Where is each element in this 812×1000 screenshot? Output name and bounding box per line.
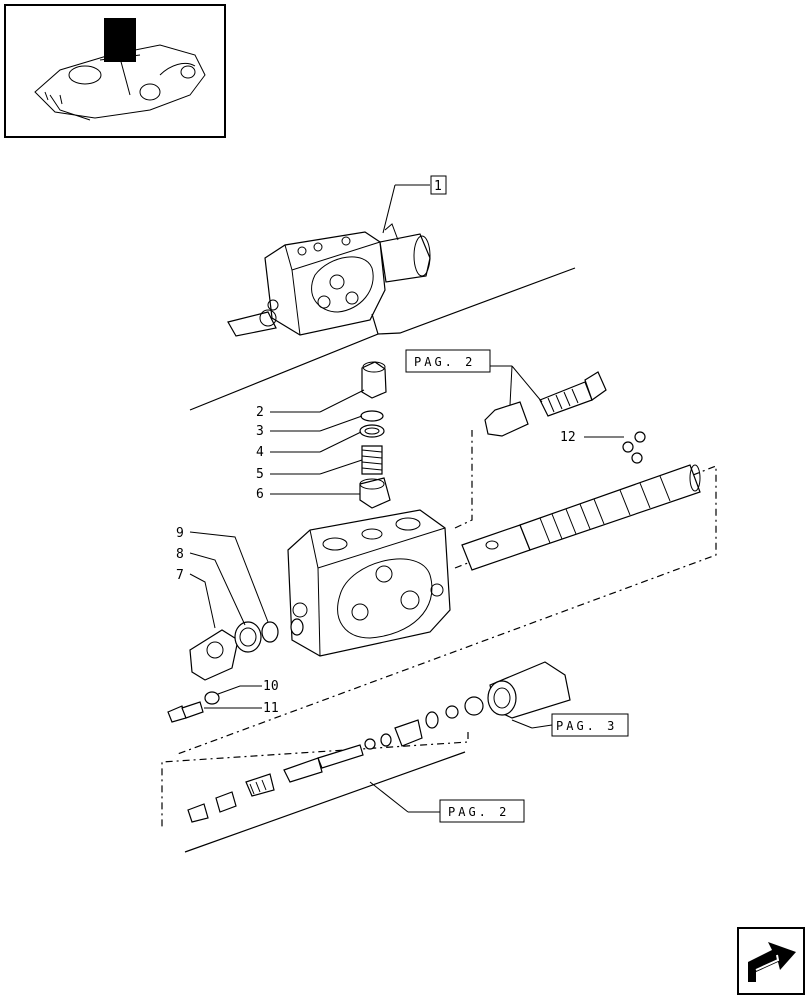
callout-8: 8 xyxy=(176,547,184,562)
highlight-marker xyxy=(104,18,136,62)
phantom-line-lower xyxy=(161,732,469,830)
relief-stack xyxy=(359,361,391,509)
section-divider xyxy=(189,267,576,411)
callout-3: 3 xyxy=(256,424,264,439)
tractor-lift-cover-icon xyxy=(34,44,206,121)
ref-box-right xyxy=(551,713,629,737)
callout-4: 4 xyxy=(256,445,264,460)
callout-11: 11 xyxy=(263,701,279,716)
callout-box-1 xyxy=(430,175,447,195)
callout-10: 10 xyxy=(263,679,279,694)
next-page-button[interactable] xyxy=(737,927,805,995)
valve-assembly xyxy=(227,223,431,337)
locator-thumbnail xyxy=(4,4,226,138)
detent-balls xyxy=(622,431,646,464)
bolt-and-washer xyxy=(167,691,220,723)
callout-1: 1 xyxy=(434,179,442,194)
callout-6: 6 xyxy=(256,487,264,502)
callout-5: 5 xyxy=(256,467,264,482)
spool xyxy=(461,464,701,571)
valve-body xyxy=(287,509,451,657)
end-cap-group xyxy=(189,618,304,681)
ref-right: PAG. 3 xyxy=(556,719,617,733)
ref-box-top xyxy=(405,349,491,373)
phantom-line-spool xyxy=(454,430,473,529)
ref-bottom: PAG. 2 xyxy=(448,805,509,819)
callout-12: 12 xyxy=(560,430,576,445)
callout-9: 9 xyxy=(176,526,184,541)
lower-spool-parts xyxy=(187,661,571,823)
adjuster-fitting xyxy=(484,371,607,437)
callout-2: 2 xyxy=(256,405,264,420)
ref-top: PAG. 2 xyxy=(414,355,475,369)
ref-box-bottom xyxy=(439,799,525,823)
next-page-arrow-icon xyxy=(748,942,796,982)
callout-7: 7 xyxy=(176,568,184,583)
base-line xyxy=(184,751,466,853)
